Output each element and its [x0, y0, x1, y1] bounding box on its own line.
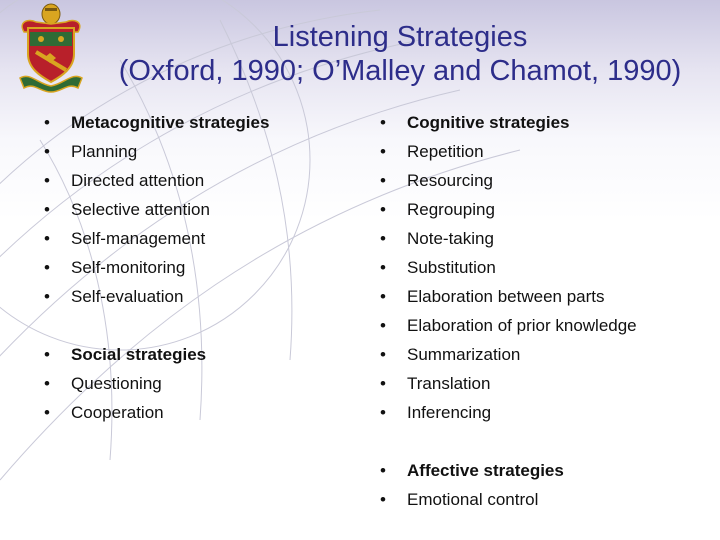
bullet: •	[44, 200, 50, 219]
list-item-label: Translation	[407, 374, 491, 393]
list-item-label: Directed attention	[71, 171, 205, 190]
list-item: • Translation	[380, 369, 710, 398]
list-item: • Self-management	[44, 224, 354, 253]
list-item: • Repetition	[380, 137, 710, 166]
list-item: • Self-monitoring	[44, 253, 354, 282]
list-item: • Selective attention	[44, 195, 354, 224]
bullet: •	[380, 287, 386, 306]
list-item-label: Regrouping	[407, 200, 495, 219]
list-item: • Summarization	[380, 340, 710, 369]
bullet: •	[380, 258, 386, 277]
bullet: •	[380, 200, 386, 219]
bullet: •	[44, 113, 50, 132]
list-item-label: Elaboration of prior knowledge	[407, 316, 637, 335]
bullet: •	[380, 316, 386, 335]
list-item: • Affective strategies	[380, 456, 710, 485]
list-item: • Cooperation	[44, 398, 354, 427]
bullet: •	[380, 345, 386, 364]
left-column: • Metacognitive strategies • Planning • Dir…	[44, 108, 354, 427]
list-item-label: Resourcing	[407, 171, 493, 190]
bullet: •	[380, 113, 386, 132]
list-spacer	[44, 311, 354, 340]
list-item-label: Note-taking	[407, 229, 494, 248]
list-item: • Questioning	[44, 369, 354, 398]
list-item: • Regrouping	[380, 195, 710, 224]
list-item: • Inferencing	[380, 398, 710, 427]
list-item-label: Selective attention	[71, 200, 210, 219]
bullet: •	[380, 229, 386, 248]
list-item: • Self-evaluation	[44, 282, 354, 311]
list-item: • Social strategies	[44, 340, 354, 369]
title-line-2: (Oxford, 1990; O’Malley and Chamot, 1990…	[118, 55, 682, 87]
list-item: • Substitution	[380, 253, 710, 282]
bullet: •	[380, 490, 386, 509]
bullet: •	[380, 171, 386, 190]
list-item-label: Affective strategies	[407, 461, 564, 480]
title-line-1: Listening Strategies	[272, 21, 528, 53]
bullet: •	[380, 142, 386, 161]
bullet: •	[44, 403, 50, 422]
list-item: • Elaboration of prior knowledge	[380, 311, 710, 340]
list-item: • Cognitive strategies	[380, 108, 710, 137]
heraldic-crest-icon	[19, 3, 83, 93]
bullet: •	[44, 142, 50, 161]
list-item: • Note-taking	[380, 224, 710, 253]
list-item-label: Social strategies	[71, 345, 207, 364]
list-item-label: Summarization	[407, 345, 521, 364]
list-item-label: Repetition	[407, 142, 484, 161]
bullet: •	[44, 374, 50, 393]
list-item: • Elaboration between parts	[380, 282, 710, 311]
list-item-label: Emotional control	[407, 490, 539, 509]
bullet: •	[380, 461, 386, 480]
slide-title: Listening Strategies (Oxford, 1990; O’Ma…	[80, 20, 720, 88]
list-item-label: Self-monitoring	[71, 258, 186, 277]
bullet: •	[380, 374, 386, 393]
bullet: •	[44, 258, 50, 277]
list-spacer	[380, 427, 710, 456]
bullet: •	[44, 287, 50, 306]
list-item-label: Substitution	[407, 258, 496, 277]
list-item-label: Metacognitive strategies	[71, 113, 270, 132]
list-item-label: Self-evaluation	[71, 287, 184, 306]
list-item-label: Cognitive strategies	[407, 113, 570, 132]
list-item-label: Cooperation	[71, 403, 164, 422]
list-item: • Emotional control	[380, 485, 710, 514]
list-item: • Planning	[44, 137, 354, 166]
list-item-label: Elaboration between parts	[407, 287, 605, 306]
list-item-label: Questioning	[71, 374, 162, 393]
list-item-label: Planning	[71, 142, 138, 161]
bullet: •	[44, 229, 50, 248]
list-item-label: Self-management	[71, 229, 206, 248]
bullet: •	[380, 403, 386, 422]
bullet: •	[44, 345, 50, 364]
list-item: • Resourcing	[380, 166, 710, 195]
bullet: •	[44, 171, 50, 190]
right-column: • Cognitive strategies • Repetition • Resou…	[380, 108, 710, 514]
list-item-label: Inferencing	[407, 403, 492, 422]
list-item: • Metacognitive strategies	[44, 108, 354, 137]
list-item: • Directed attention	[44, 166, 354, 195]
